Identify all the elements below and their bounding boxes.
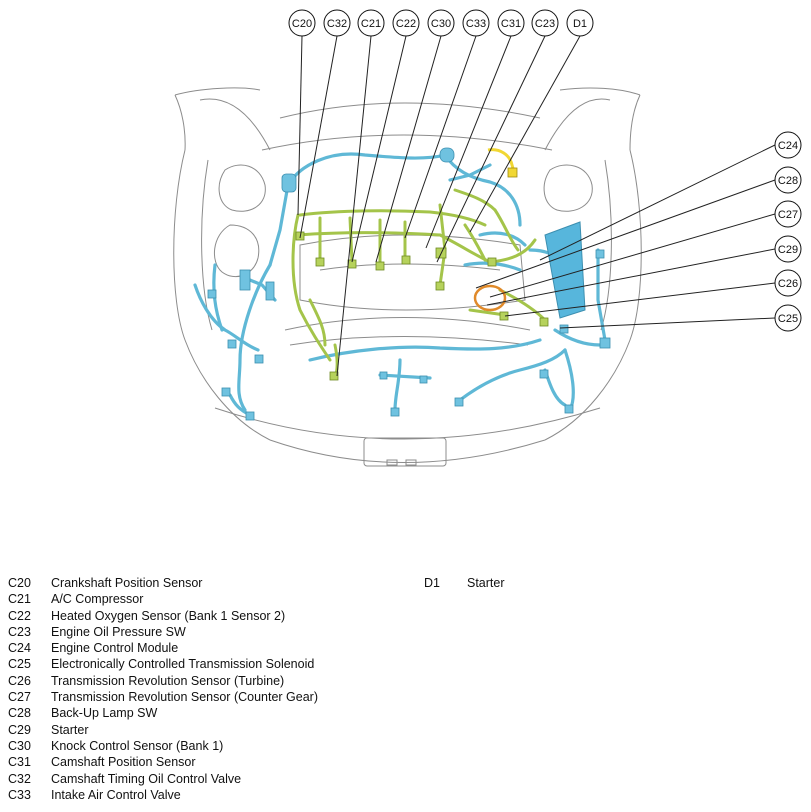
legend-code: C27 bbox=[8, 690, 31, 705]
svg-text:C21: C21 bbox=[361, 18, 381, 30]
legend-label: Back-Up Lamp SW bbox=[51, 706, 158, 721]
legend-row: C33 Intake Air Control Valve bbox=[8, 787, 318, 803]
callout-c30: C30 bbox=[427, 9, 455, 37]
legend-label: Knock Control Sensor (Bank 1) bbox=[51, 738, 224, 753]
legend-label: A/C Compressor bbox=[51, 592, 144, 607]
yellow-connector bbox=[507, 167, 518, 178]
svg-text:C27: C27 bbox=[778, 209, 798, 221]
legend-code: D1 bbox=[424, 576, 440, 590]
legend-label: Starter bbox=[467, 576, 505, 590]
legend-code: C21 bbox=[8, 592, 31, 607]
legend-row: C28 Back-Up Lamp SW bbox=[8, 705, 318, 721]
legend-row: C26 Transmission Revolution Sensor (Turbi… bbox=[8, 673, 318, 689]
harness-orange bbox=[473, 284, 507, 312]
callout-c23: C23 bbox=[531, 9, 559, 37]
legend-code: C33 bbox=[8, 787, 31, 802]
leader-lines bbox=[297, 35, 776, 377]
legend-row: D1 Starter bbox=[424, 575, 505, 591]
legend-label: Engine Oil Pressure SW bbox=[51, 624, 186, 639]
legend-row: C20 Crankshaft Position Sensor bbox=[8, 575, 318, 591]
svg-text:C28: C28 bbox=[778, 175, 798, 187]
callout-c20: C20 bbox=[288, 9, 316, 37]
callouts-top: C20 C32 C21 C22 C30 C33 C31 C23 D1 bbox=[288, 9, 594, 37]
callout-c24: C24 bbox=[774, 131, 802, 159]
legend-code: C32 bbox=[8, 771, 31, 786]
legend-row: C27 Transmission Revolution Sensor (Count… bbox=[8, 689, 318, 705]
legend-label: Starter bbox=[51, 722, 89, 737]
legend-row: C32 Camshaft Timing Oil Control Valve bbox=[8, 771, 318, 787]
svg-text:C32: C32 bbox=[327, 18, 347, 30]
svg-text:C25: C25 bbox=[778, 313, 798, 325]
legend-label: Crankshaft Position Sensor bbox=[51, 576, 203, 590]
legend-code: C28 bbox=[8, 706, 31, 721]
callout-d1: D1 bbox=[566, 9, 594, 37]
legend-label: Engine Control Module bbox=[51, 641, 179, 656]
svg-text:C26: C26 bbox=[778, 278, 798, 290]
callout-c32: C32 bbox=[323, 9, 351, 37]
callout-c21: C21 bbox=[357, 9, 385, 37]
legend-code: C20 bbox=[8, 576, 31, 590]
legend-code: C30 bbox=[8, 738, 31, 753]
harness-yellow bbox=[487, 148, 517, 176]
legend-row: C22 Heated Oxygen Sensor (Bank 1 Sensor 2… bbox=[8, 608, 318, 624]
svg-text:C23: C23 bbox=[535, 18, 555, 30]
callout-c29: C29 bbox=[774, 235, 802, 263]
ecm-module bbox=[544, 221, 586, 319]
svg-text:C24: C24 bbox=[778, 140, 798, 152]
harness-connectors bbox=[207, 147, 611, 421]
legend-row: C24 Engine Control Module bbox=[8, 640, 318, 656]
legend-left: C20 Crankshaft Position Sensor C21 A/C Com… bbox=[8, 575, 318, 803]
legend-row: C29 Starter bbox=[8, 722, 318, 738]
legend-row: C30 Knock Control Sensor (Bank 1) bbox=[8, 738, 318, 754]
svg-text:C30: C30 bbox=[431, 18, 451, 30]
legend-code: C25 bbox=[8, 657, 31, 672]
legend-row: C31 Camshaft Position Sensor bbox=[8, 754, 318, 770]
svg-text:C20: C20 bbox=[292, 18, 312, 30]
legend-row: C25 Electronically Controlled Transmissio… bbox=[8, 656, 318, 672]
svg-text:D1: D1 bbox=[573, 18, 587, 30]
legend-right: D1 Starter bbox=[424, 575, 505, 591]
svg-text:C31: C31 bbox=[501, 18, 521, 30]
harness-green bbox=[291, 188, 547, 380]
legend-label: Intake Air Control Valve bbox=[51, 787, 181, 802]
callout-c27: C27 bbox=[774, 200, 802, 228]
legend-label: Camshaft Timing Oil Control Valve bbox=[51, 771, 242, 786]
callout-c28: C28 bbox=[774, 166, 802, 194]
legend-code: C23 bbox=[8, 624, 31, 639]
legend-code: C29 bbox=[8, 722, 31, 737]
legend-label: Transmission Revolution Sensor (Counter … bbox=[51, 690, 319, 705]
legend-row: C21 A/C Compressor bbox=[8, 591, 318, 607]
callout-c25: C25 bbox=[774, 304, 802, 332]
engine-wiring-diagram: C20 C32 C21 C22 C30 C33 C31 C23 D1 C24 C… bbox=[173, 9, 802, 467]
callouts-right: C24 C28 C27 C29 C26 C25 bbox=[774, 131, 802, 332]
legend-label: Electronically Controlled Transmission S… bbox=[51, 657, 315, 672]
svg-text:C33: C33 bbox=[466, 18, 486, 30]
callout-c22: C22 bbox=[392, 9, 420, 37]
svg-text:C22: C22 bbox=[396, 18, 416, 30]
legend-code: C22 bbox=[8, 608, 31, 623]
callout-c31: C31 bbox=[497, 9, 525, 37]
legend-label: Heated Oxygen Sensor (Bank 1 Sensor 2) bbox=[51, 608, 286, 623]
legend-label: Transmission Revolution Sensor (Turbine) bbox=[51, 673, 285, 688]
callout-c33: C33 bbox=[462, 9, 490, 37]
legend-code: C31 bbox=[8, 755, 31, 770]
legend-code: C26 bbox=[8, 673, 31, 688]
svg-text:C29: C29 bbox=[778, 244, 798, 256]
legend-label: Camshaft Position Sensor bbox=[51, 755, 196, 770]
legend-code: C24 bbox=[8, 641, 31, 656]
vehicle-body-outline bbox=[173, 87, 642, 467]
legend-row: C23 Engine Oil Pressure SW bbox=[8, 624, 318, 640]
callout-c26: C26 bbox=[774, 269, 802, 297]
